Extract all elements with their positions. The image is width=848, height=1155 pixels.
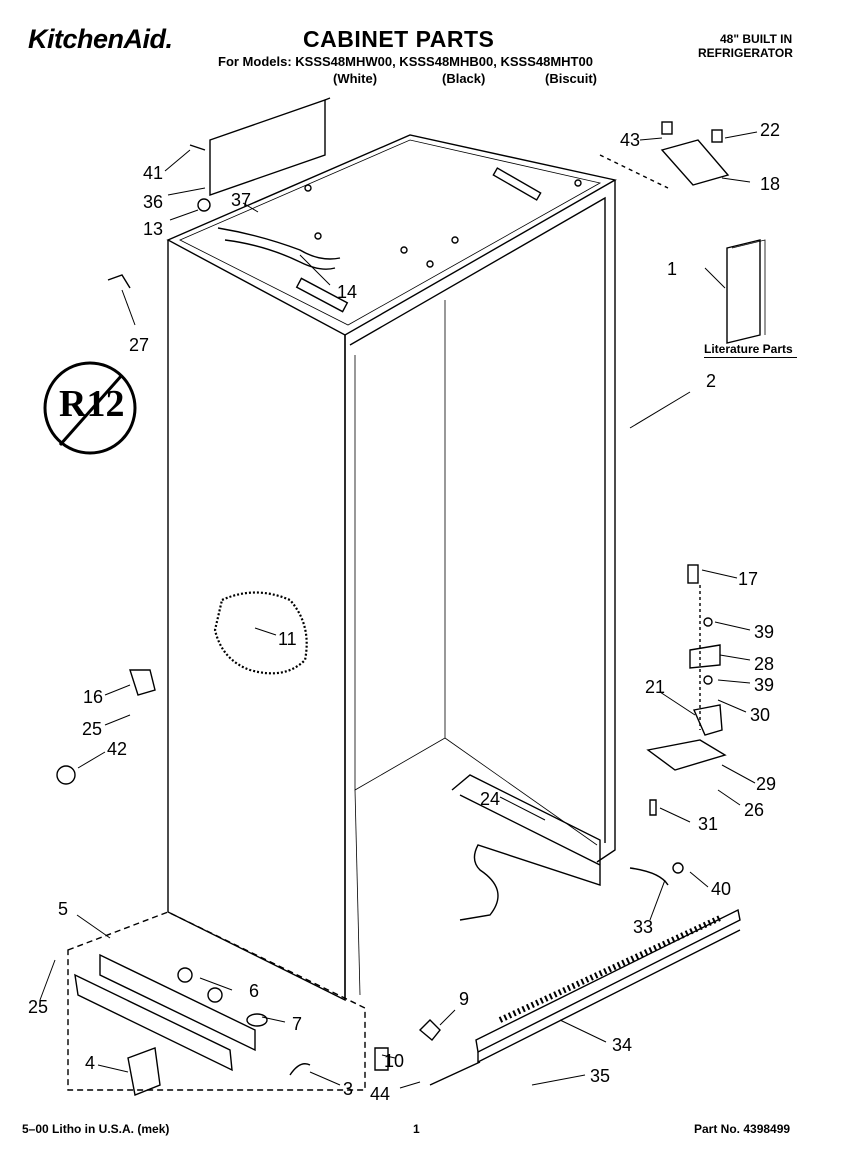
callout-18: 18 <box>760 174 781 194</box>
callout-26: 26 <box>744 800 765 820</box>
callout-4: 4 <box>85 1053 96 1073</box>
callout-31: 31 <box>698 814 719 834</box>
product-type-line1: 48" BUILT IN <box>720 32 793 46</box>
literature-underline <box>704 357 797 358</box>
callout-33: 33 <box>633 917 654 937</box>
callout-34: 34 <box>612 1035 633 1055</box>
product-type-line2: REFRIGERATOR <box>698 46 793 60</box>
callout-37: 37 <box>231 190 252 210</box>
model-list: For Models: KSSS48MHW00, KSSS48MHB00, KS… <box>218 54 593 69</box>
callout-30: 30 <box>750 705 771 725</box>
callout-44: 44 <box>370 1084 391 1104</box>
callout-39-lower: 39 <box>754 675 775 695</box>
callout-28: 28 <box>754 654 775 674</box>
callout-25-lower: 25 <box>28 997 49 1017</box>
footer-part-number: Part No. 4398499 <box>694 1122 791 1136</box>
callout-43: 43 <box>620 130 641 150</box>
callout-36: 36 <box>143 192 164 212</box>
callout-24: 24 <box>480 789 501 809</box>
callout-35: 35 <box>590 1066 611 1086</box>
literature-parts-label: Literature Parts <box>704 342 793 356</box>
color-black: (Black) <box>442 71 486 86</box>
callout-17: 17 <box>738 569 759 589</box>
callout-42: 42 <box>107 739 128 759</box>
footer-print-info: 5–00 Litho in U.S.A. (mek) <box>22 1122 170 1136</box>
page-title: CABINET PARTS <box>303 26 495 52</box>
callout-13: 13 <box>143 219 164 239</box>
color-biscuit: (Biscuit) <box>545 71 597 86</box>
callout-16: 16 <box>83 687 104 707</box>
callout-27: 27 <box>129 335 150 355</box>
callout-21: 21 <box>645 677 666 697</box>
footer-page-number: 1 <box>413 1122 420 1136</box>
callout-1: 1 <box>667 259 678 279</box>
callout-7: 7 <box>292 1014 303 1034</box>
callout-25-upper: 25 <box>82 719 103 739</box>
callout-2: 2 <box>706 371 717 391</box>
callout-29: 29 <box>756 774 777 794</box>
callout-40: 40 <box>711 879 732 899</box>
callout-9: 9 <box>459 989 470 1009</box>
callout-41: 41 <box>143 163 164 183</box>
callout-14: 14 <box>337 282 358 302</box>
callout-5: 5 <box>58 899 69 919</box>
callout-22: 22 <box>760 120 781 140</box>
callout-6: 6 <box>249 981 260 1001</box>
callout-39-upper: 39 <box>754 622 775 642</box>
callout-3: 3 <box>343 1079 354 1099</box>
brand-logo: KitchenAid. <box>28 24 173 54</box>
callout-11: 11 <box>278 629 297 649</box>
callout-10: 10 <box>384 1051 405 1071</box>
color-white: (White) <box>333 71 378 86</box>
r12-refrigerant-badge: R12 <box>59 383 125 425</box>
